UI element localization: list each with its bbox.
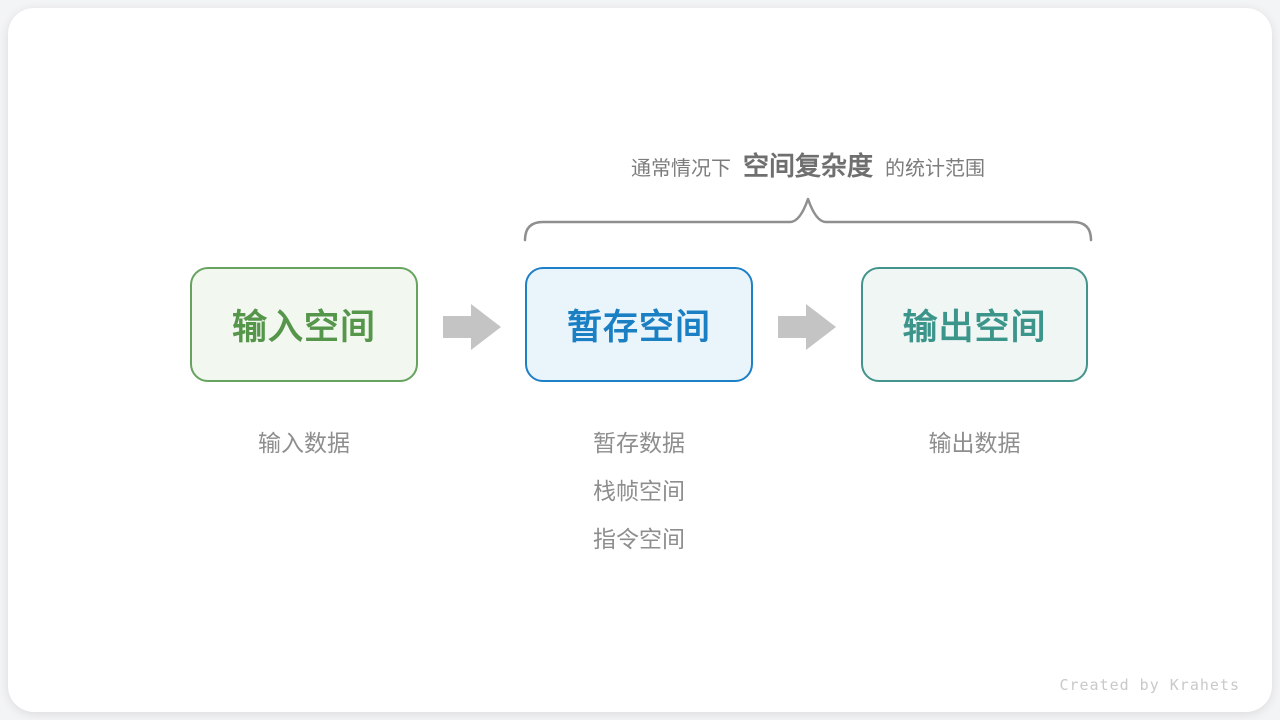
note-stack-frame-space: 栈帧空间 xyxy=(593,478,685,504)
box-output-space: 输出空间 xyxy=(861,267,1088,382)
box-temp-space-label: 暂存空间 xyxy=(566,308,711,347)
box-input-space-label: 输入空间 xyxy=(231,308,376,347)
scope-caption-highlight: 空间复杂度 xyxy=(742,151,873,181)
right-arrow-icon xyxy=(443,304,501,350)
note-input-data: 输入数据 xyxy=(258,430,350,456)
footer-credit: Created by Krahets xyxy=(1059,676,1240,694)
box-temp-space: 暂存空间 xyxy=(525,267,753,382)
note-instruction-space: 指令空间 xyxy=(593,526,685,552)
scope-caption-prefix: 通常情况下 xyxy=(630,158,731,180)
scope-caption: 通常情况下空间复杂度的统计范围 xyxy=(515,146,1101,183)
note-output-data: 输出数据 xyxy=(928,430,1021,456)
box-input-space: 输入空间 xyxy=(190,267,418,382)
box-output-space-label: 输出空间 xyxy=(902,308,1047,347)
right-arrow-icon xyxy=(778,304,836,350)
scope-caption-suffix: 的统计范围 xyxy=(885,158,985,180)
note-temp-data: 暂存数据 xyxy=(593,430,685,456)
curly-brace-icon xyxy=(523,197,1093,242)
